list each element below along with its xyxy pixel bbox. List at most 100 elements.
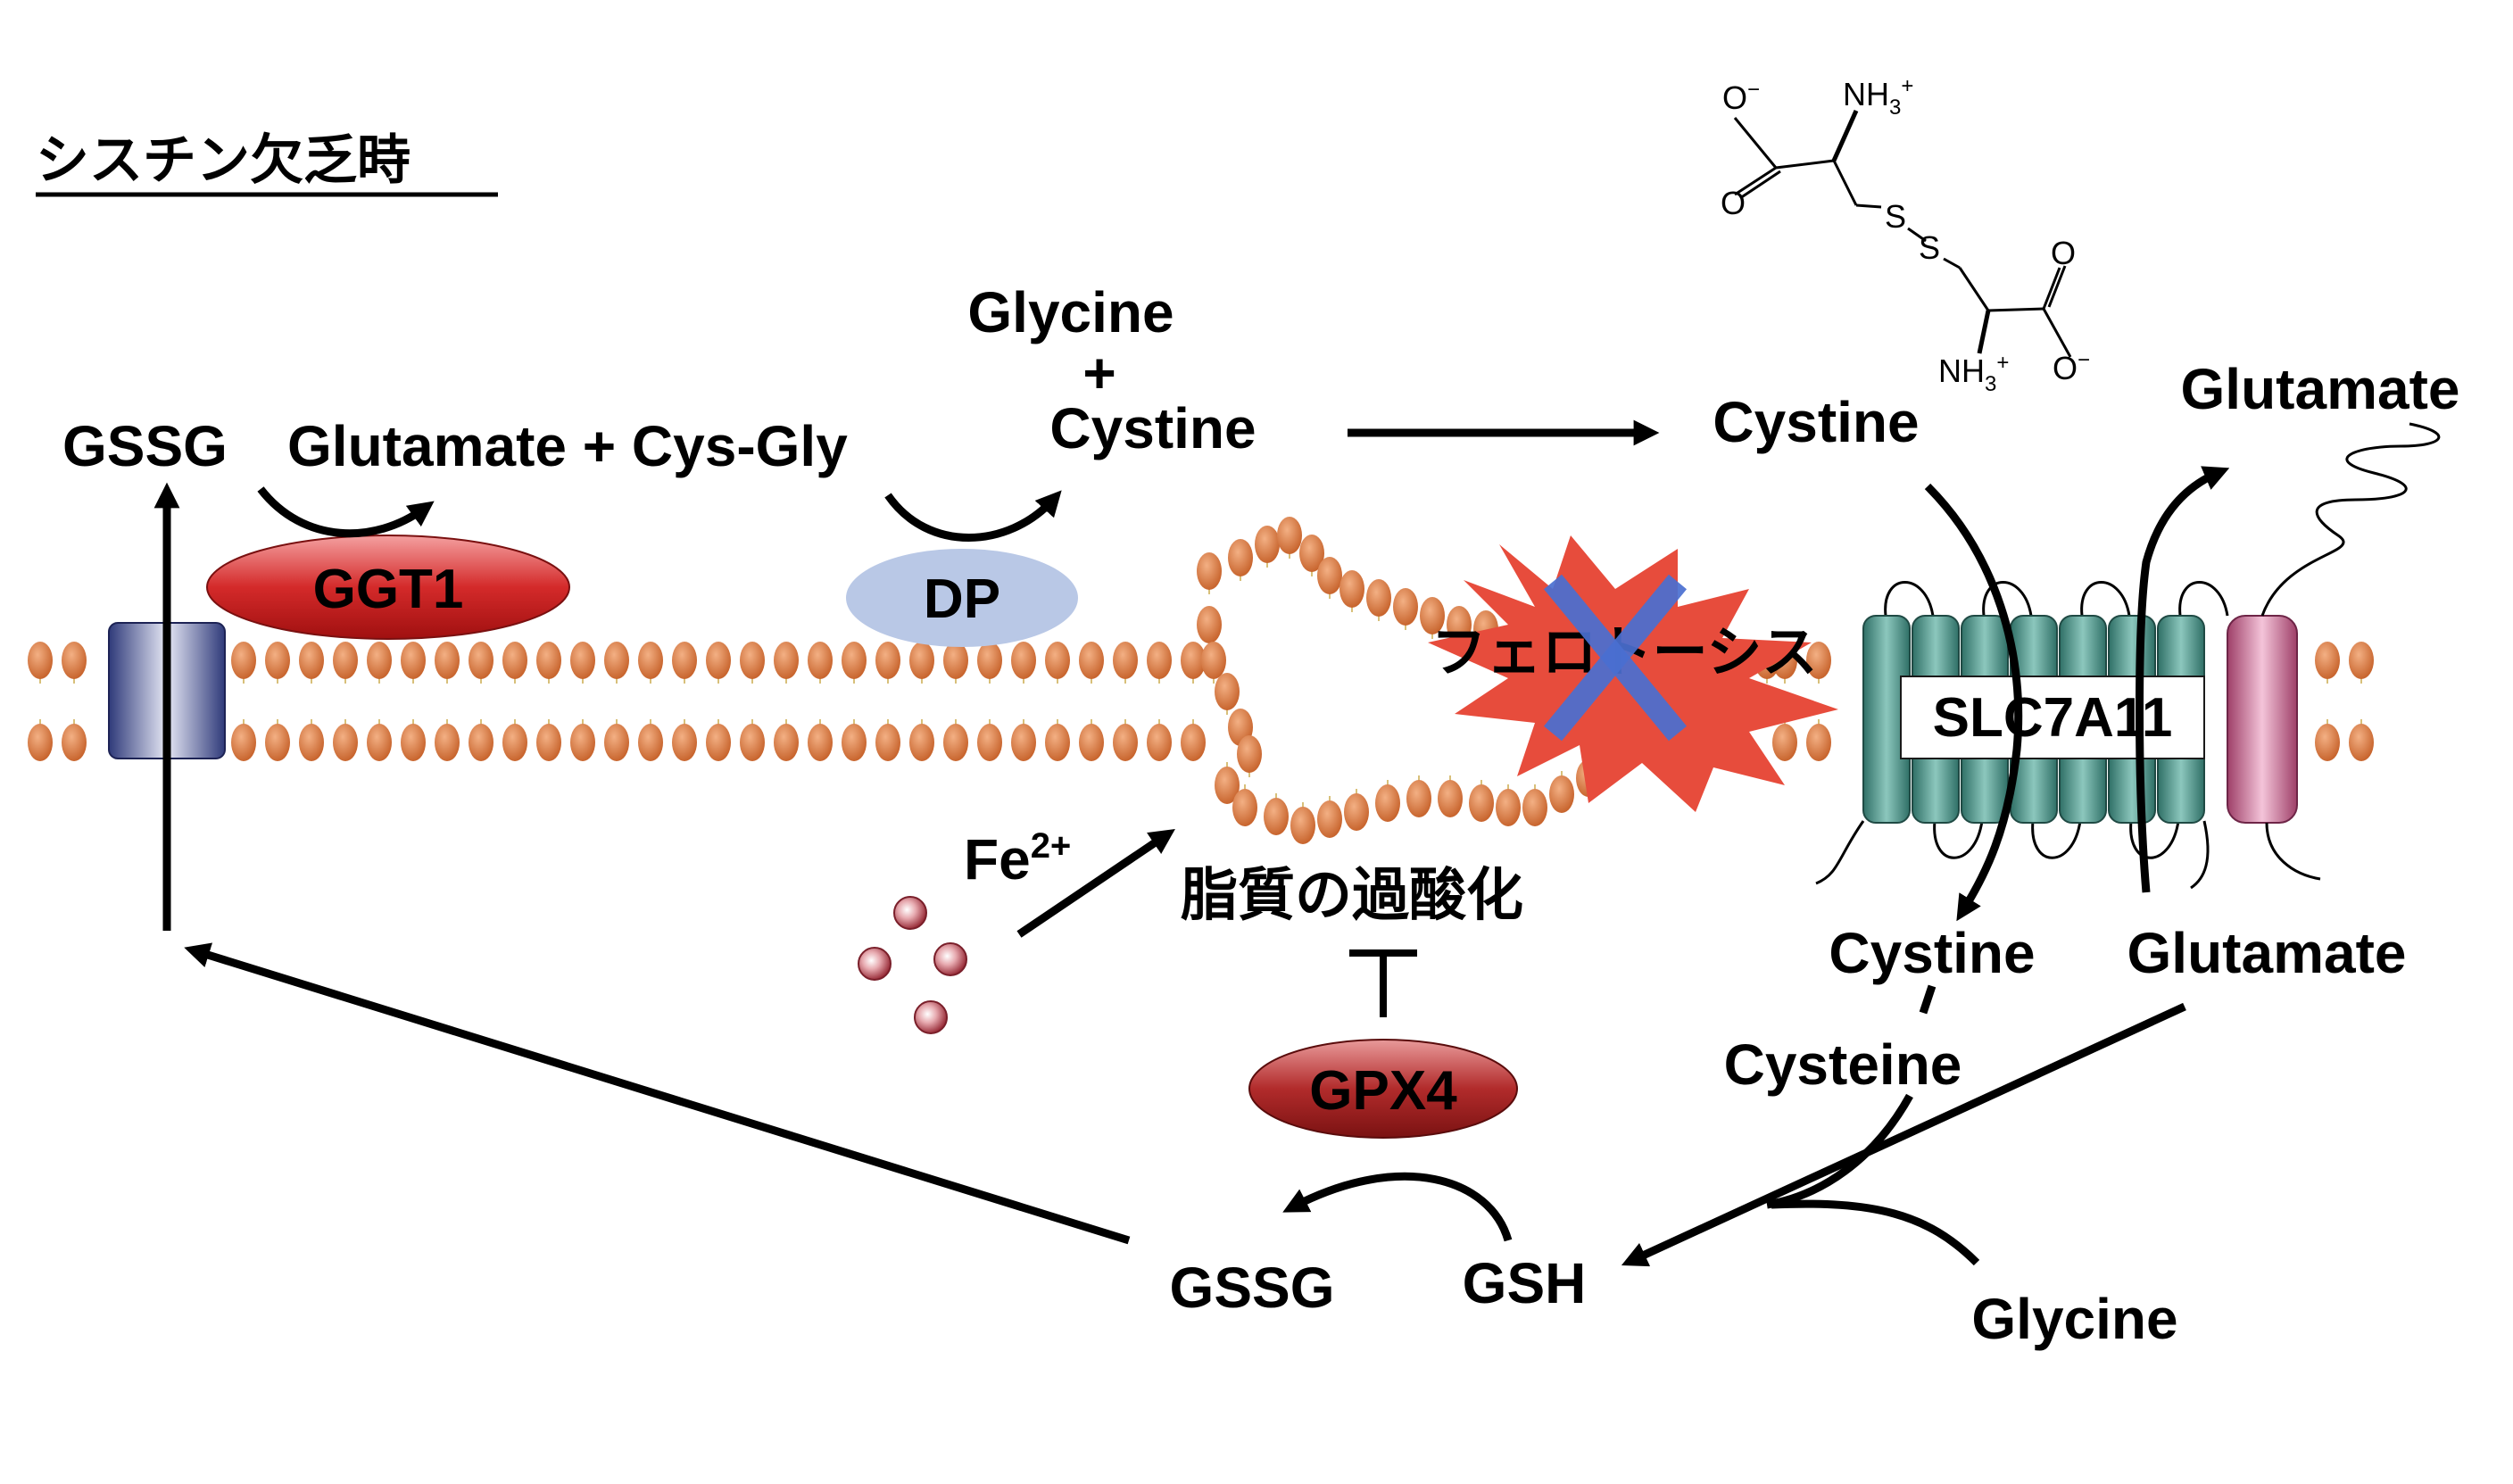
lipid-molecule [1197,552,1222,594]
slc7a11-label-box [1900,676,2205,759]
transporter-loop [1884,581,1935,617]
lipid-molecule [502,642,527,684]
lipid-molecule [1549,771,1574,813]
arrow-glutamate-export [2136,466,2230,893]
o-2: O [2051,235,2076,271]
lipid-molecule [1181,642,1206,684]
lipid-molecule [1496,784,1521,826]
lipid-molecule [435,642,460,684]
lipid-molecule [1406,775,1431,817]
gpx4-label: GPX4 [1309,1060,1457,1122]
lipid-molecule [1079,719,1104,761]
arrow-ggt1-reaction [257,486,435,538]
lipid-molecule [1420,597,1445,639]
lipid-molecule [1277,517,1302,559]
lipid-molecule [1317,796,1342,838]
lipid-molecule [706,719,731,761]
glycine-top-label: Glycine [967,280,1174,344]
cystine-inside-label: Cystine [1829,921,2035,985]
arrow-cystine-import [1924,483,2023,922]
iron-ions [858,896,967,1034]
lipid-molecule [1113,642,1138,684]
lipid-molecule [875,719,900,761]
gssg-top-label: GSSG [62,414,228,478]
lipid-molecule [808,719,833,761]
lipid-molecule [943,642,968,684]
gpx4-enzyme: GPX4 [1248,1039,1518,1139]
pathway-arrows [153,419,2230,1267]
arrow-fe-to-lipid [1016,828,1175,938]
lipid-molecule [1113,719,1138,761]
lipid-molecule [604,642,629,684]
lipid-molecule [672,642,697,684]
lipid-molecule [672,719,697,761]
lipid-molecule [977,719,1002,761]
lipid-molecule [1317,557,1342,599]
o-minus-1: O− [1722,78,1760,116]
lipid-molecule [1011,719,1036,761]
dp-enzyme: DP [846,549,1078,647]
arrow-gssg-to-export [184,942,1131,1245]
lipid-molecule [231,642,256,684]
lipid-molecule [1255,526,1280,568]
glutamate-cysgly-label: Glutamate + Cys-Gly [287,414,848,478]
cell-membrane [28,517,2374,844]
cystine-top-label: Cystine [1049,396,1256,460]
lipid-molecule [909,719,934,761]
lipid-molecule [1045,642,1070,684]
lipid-molecule [774,719,799,761]
lipid-molecule [1147,642,1172,684]
transporter-n-tail [1815,820,1865,885]
lipid-molecule [1201,642,1226,684]
transporter-loop [1933,820,1984,859]
lipid-molecule [367,719,392,761]
transporter-loop [1982,581,2033,617]
page-title: シスチン欠乏時 [36,129,411,192]
dp-label: DP [924,568,1000,630]
lipid-molecule [1290,802,1315,844]
lipid-molecule [1438,775,1463,817]
slc7a11-transporter: SLC7A11 [1815,422,2441,890]
lipid-molecule [1197,606,1222,648]
lipid-molecule [774,642,799,684]
fe-label: Fe2+ [964,826,1071,891]
lipid-molecule [333,642,358,684]
lipid-molecule [1375,780,1400,822]
lipid-molecule [401,719,426,761]
gpx4-inhibition [1349,949,1417,1017]
lipid-molecule [909,642,934,684]
lipid-molecule [62,642,87,684]
lipid-molecule [1264,793,1289,835]
arrow-glutamate-to-gsh [1621,1002,2186,1267]
lipid-molecule [842,642,867,684]
lipid-molecule [536,719,561,761]
o-minus-2: O− [2053,348,2090,386]
lipid-molecule [842,719,867,761]
lipid-molecule [1045,719,1070,761]
transporter-c-tail [2190,820,2210,890]
lipid-molecule [977,642,1002,684]
slc7a11-label: SLC7A11 [1933,687,2173,749]
lipid-molecule [1147,719,1172,761]
lipid-molecule [1806,642,1831,684]
lipid-molecule [570,719,595,761]
lipid-molecule [299,719,324,761]
sulfur-2: S [1919,229,1940,266]
lipid-molecule [28,642,53,684]
lipid-molecule [62,719,87,761]
gssg-bottom-label: GSSG [1170,1256,1335,1320]
lipid-molecule [604,719,629,761]
glutamate-inside-label: Glutamate [2127,921,2407,985]
lipid-molecule [1469,780,1494,822]
lipid-molecule [231,719,256,761]
lipid-molecule [1344,789,1369,831]
lipid-molecule [1215,762,1240,804]
lipid-molecule [1228,539,1253,581]
ggt1-label: GGT1 [313,559,464,620]
nh3-plus-1: NH3+ [1843,74,1913,120]
lipid-molecule [536,642,561,684]
lipid-molecule [435,719,460,761]
lipid-molecule [2349,719,2374,761]
cysteine-label: Cysteine [1724,1032,1962,1097]
